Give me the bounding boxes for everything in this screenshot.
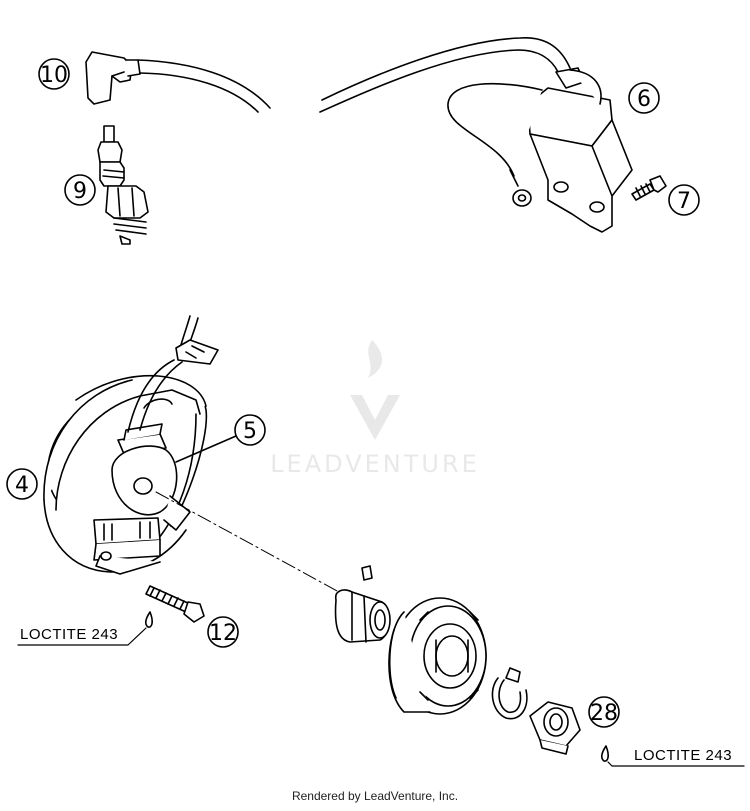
callout-9: 9 — [64, 174, 96, 206]
watermark-brand: LEADVENTURE — [270, 450, 480, 478]
svg-text:10: 10 — [40, 63, 68, 88]
ht-cable — [137, 37, 571, 113]
loctite-note-right: LOCTITE 243 — [607, 747, 745, 767]
svg-text:4: 4 — [15, 473, 29, 498]
svg-text:6: 6 — [637, 87, 651, 112]
svg-text:7: 7 — [677, 189, 691, 214]
callout-12: 12 — [207, 616, 239, 648]
footer-credit: Rendered by LeadVenture, Inc. — [291, 789, 459, 803]
svg-text:28: 28 — [590, 701, 618, 726]
charging-coil — [93, 495, 191, 575]
callout-4: 4 — [6, 468, 38, 500]
loctite-note-left-text: LOCTITE 243 — [20, 626, 118, 643]
callout-28: 28 — [588, 696, 620, 728]
callout-5: 5 — [175, 414, 266, 463]
loctite-drop-right — [601, 745, 609, 762]
ignition-coil — [447, 67, 633, 233]
flywheel-nut — [529, 701, 581, 755]
stator-hub — [111, 445, 178, 516]
coil-mounting-screw — [631, 175, 667, 201]
assembly-centerline — [155, 491, 373, 611]
spark-plug — [97, 125, 149, 245]
loctite-note-left: LOCTITE 243 — [17, 626, 147, 646]
flywheel-rotor — [388, 597, 487, 715]
loctite-note-right-text: LOCTITE 243 — [634, 747, 732, 764]
stator-screw — [145, 585, 205, 623]
lock-washer — [491, 667, 528, 720]
stator-wires — [127, 315, 219, 433]
rotor-hub — [334, 589, 391, 643]
woodruff-key — [361, 565, 373, 581]
leadventure-watermark: LEADVENTURE — [270, 340, 480, 478]
svg-text:12: 12 — [209, 621, 237, 646]
svg-text:9: 9 — [73, 179, 87, 204]
callout-7: 7 — [668, 184, 700, 216]
svg-text:5: 5 — [243, 419, 257, 444]
callout-6: 6 — [628, 82, 660, 114]
spark-plug-cap — [85, 51, 141, 105]
callout-10: 10 — [38, 58, 70, 90]
loctite-drop-left — [145, 611, 153, 628]
